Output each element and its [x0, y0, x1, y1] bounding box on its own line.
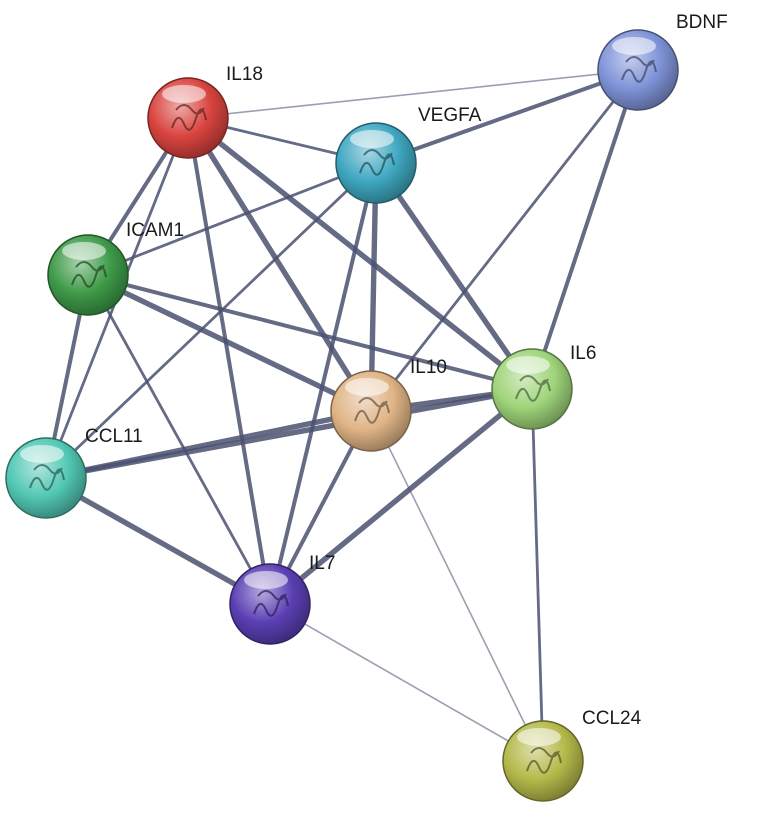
node-ccl24[interactable] [502, 720, 584, 802]
node-label-ccl11: CCL11 [85, 426, 143, 447]
protein-structure-icon [71, 261, 107, 288]
node-label-il6: IL6 [570, 343, 596, 364]
edges-layer [43, 68, 640, 763]
edge-il7-ccl24 [269, 603, 544, 762]
node-highlight [345, 378, 389, 396]
node-ccl11[interactable] [5, 437, 87, 519]
protein-structure-icon [515, 375, 551, 402]
node-il7[interactable] [229, 563, 311, 645]
edge-il18-bdnf [187, 69, 639, 119]
protein-structure-icon [359, 149, 395, 176]
edge-vegfa-icam1 [86, 161, 378, 277]
edge-vegfa-il10 [368, 160, 379, 414]
edge-bdnf-il10 [369, 68, 640, 413]
node-label-il18: IL18 [226, 64, 263, 85]
edge-il6-ccl24 [530, 387, 545, 763]
protein-structure-icon [621, 56, 657, 83]
edge-icam1-il7 [86, 273, 272, 606]
edge-il6-ccl11 [43, 386, 535, 481]
edge-icam1-il10 [85, 272, 374, 414]
node-highlight [162, 85, 206, 103]
protein-structure-icon [526, 747, 562, 774]
edge-ccl11-il7 [43, 475, 273, 607]
node-label-bdnf: BDNF [676, 12, 728, 33]
node-icam1[interactable] [47, 234, 129, 316]
edge-vegfa-ccl11 [44, 161, 378, 480]
edge-il18-il10 [185, 115, 374, 414]
node-label-icam1: ICAM1 [126, 220, 184, 241]
edge-icam1-il6 [86, 273, 534, 391]
node-highlight [506, 356, 550, 374]
edge-vegfa-bdnf [374, 68, 640, 165]
node-label-vegfa: VEGFA [418, 105, 482, 126]
protein-structure-icon [171, 104, 207, 131]
node-highlight [517, 728, 561, 746]
node-il18[interactable] [147, 77, 229, 159]
protein-structure-icon [253, 590, 289, 617]
node-highlight [62, 242, 106, 260]
edge-il10-ccl24 [370, 410, 544, 762]
node-vegfa[interactable] [335, 122, 417, 204]
protein-structure-icon [354, 397, 390, 424]
edge-il6-il7 [267, 386, 535, 607]
edge-bdnf-il6 [530, 68, 640, 391]
edge-vegfa-il7 [268, 161, 378, 606]
node-label-il10: IL10 [410, 357, 447, 378]
node-highlight [244, 571, 288, 589]
edge-il18-il7 [186, 116, 272, 606]
edge-il18-il6 [185, 115, 535, 392]
node-highlight [612, 37, 656, 55]
node-highlight [20, 445, 64, 463]
node-label-ccl24: CCL24 [582, 708, 642, 729]
node-label-il7: IL7 [309, 553, 335, 574]
node-il6[interactable] [491, 348, 573, 430]
nodes-layer [5, 29, 679, 802]
node-highlight [350, 130, 394, 148]
edge-vegfa-il6 [373, 160, 535, 392]
protein-structure-icon [29, 464, 65, 491]
node-il10[interactable] [330, 370, 412, 452]
node-bdnf[interactable] [597, 29, 679, 111]
